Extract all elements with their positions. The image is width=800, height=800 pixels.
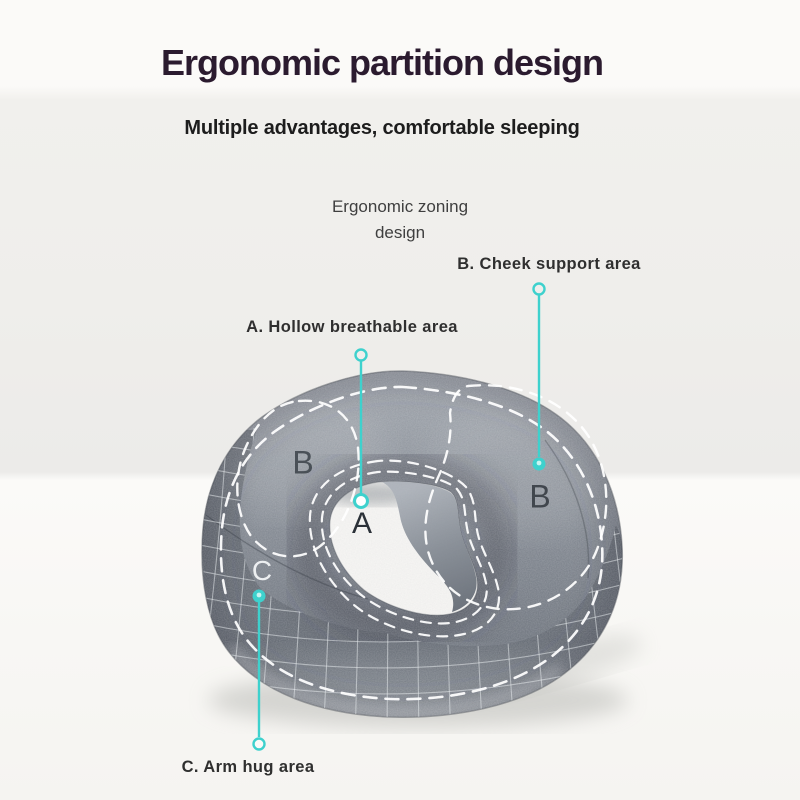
pillow-hollow-opening — [329, 480, 479, 616]
pillow-body — [201, 370, 624, 718]
zone-label-hollow: A. Hollow breathable area — [246, 318, 458, 336]
zone-letter-b-left: B — [292, 444, 314, 481]
zone-label-cheek: B. Cheek support area — [457, 255, 641, 273]
zone-letter-a: A — [351, 507, 373, 540]
page-subtitle: Multiple advantages, comfortable sleepin… — [184, 117, 580, 139]
connector-a — [353, 348, 369, 509]
diagram-caption: Ergonomic zoning design — [331, 197, 469, 243]
callout-connectors — [252, 282, 546, 751]
page-title: Ergonomic partition design — [160, 42, 604, 83]
connector-b — [532, 282, 546, 471]
connector-c — [252, 589, 266, 751]
zone-dashed-outlines — [219, 384, 608, 701]
zone-letter-b-right: B — [529, 478, 551, 515]
zone-label-arm: C. Arm hug area — [181, 758, 315, 776]
zone-letter-c: C — [251, 555, 273, 586]
